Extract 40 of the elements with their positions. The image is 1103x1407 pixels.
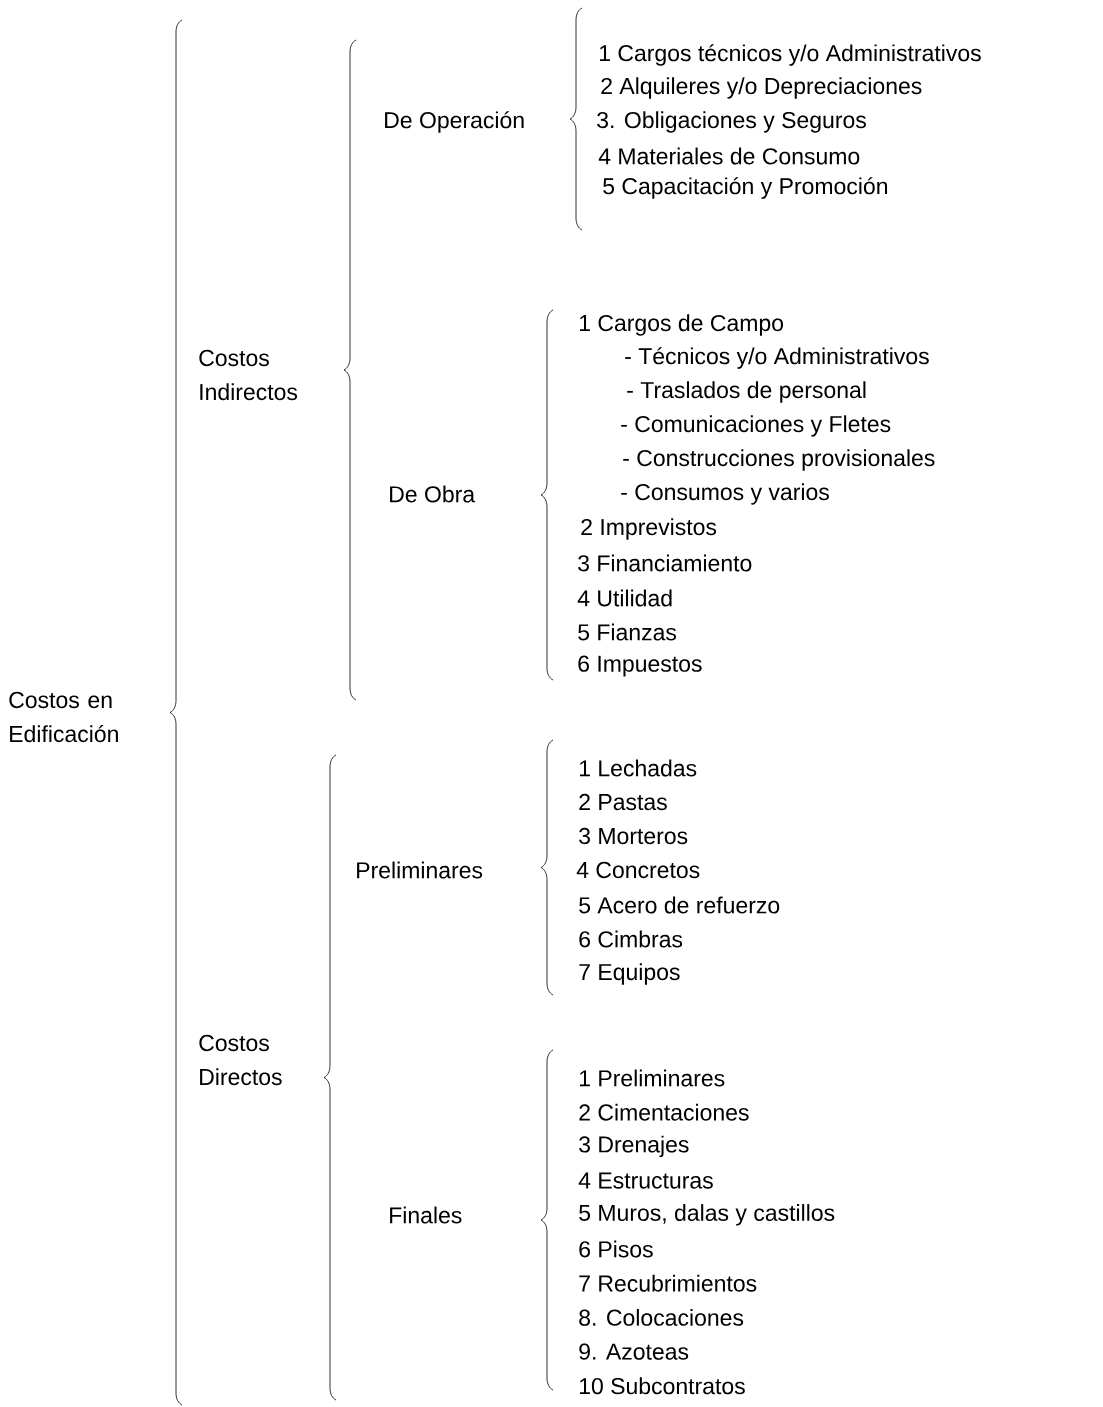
item-label: 2 Alquileres y/o Depreciaciones xyxy=(601,77,922,99)
category-label: Preliminares xyxy=(357,861,483,879)
item-label: 1 Cargos de Campo xyxy=(579,314,784,336)
item-label: 5 Acero de refuerzo xyxy=(579,896,780,914)
item-label: 10 Subcontratos xyxy=(579,1377,745,1395)
item-label: 3 Financiamiento xyxy=(578,554,752,572)
item-label: 4 Utilidad xyxy=(577,589,672,607)
item-label: 5 Muros, dalas y castillos xyxy=(579,1204,835,1226)
item-label: 1 Cargos técnicos y/o Administrativos xyxy=(599,44,981,66)
item-label: 7 Equipos xyxy=(579,963,680,985)
item-label: 4 Materiales de Consumo xyxy=(598,147,860,165)
item-label: 7 Recubrimientos xyxy=(579,1274,757,1292)
item-label: 6 Pisos xyxy=(579,1240,653,1258)
item-label: 3. Obligaciones y Seguros xyxy=(597,111,866,133)
item-label: 8. Colocaciones xyxy=(579,1308,744,1326)
category-label: De Obra xyxy=(390,485,476,503)
item-label: 3 Morteros xyxy=(579,827,688,845)
item-label: 9. Azoteas xyxy=(579,1343,689,1360)
item-label: 6 Cimbras xyxy=(579,930,683,948)
item-label: 1 Preliminares xyxy=(579,1069,725,1087)
item-label: 5 Capacitación y Promoción xyxy=(603,177,888,199)
item-label: - Consumos y varios xyxy=(621,483,829,505)
item-label: 2 Cimentaciones xyxy=(579,1103,749,1121)
item-label: 6 Impuestos xyxy=(578,655,702,677)
category-label: Costos en Edificación xyxy=(9,691,118,743)
item-label: - Técnicos y/o Administrativos xyxy=(625,347,929,369)
item-label: - Traslados de personal xyxy=(627,381,866,403)
item-label: - Construcciones provisionales xyxy=(623,449,935,471)
category-label: Costos Indirectos xyxy=(199,349,298,401)
item-label: 3 Drenajes xyxy=(579,1135,689,1158)
category-label: Finales xyxy=(390,1206,462,1224)
category-label: De Operación xyxy=(385,111,524,133)
item-label: 1 Lechadas xyxy=(579,759,697,777)
item-label: 4 Estructuras xyxy=(578,1172,713,1189)
category-label: Costos Directos xyxy=(199,1034,282,1086)
item-label: 4 Concretos xyxy=(576,861,700,879)
item-label: 2 Pastas xyxy=(579,793,667,811)
item-label: - Comunicaciones y Fletes xyxy=(621,415,891,437)
item-label: 5 Fianzas xyxy=(578,623,677,641)
item-label: 2 Imprevistos xyxy=(581,518,717,540)
